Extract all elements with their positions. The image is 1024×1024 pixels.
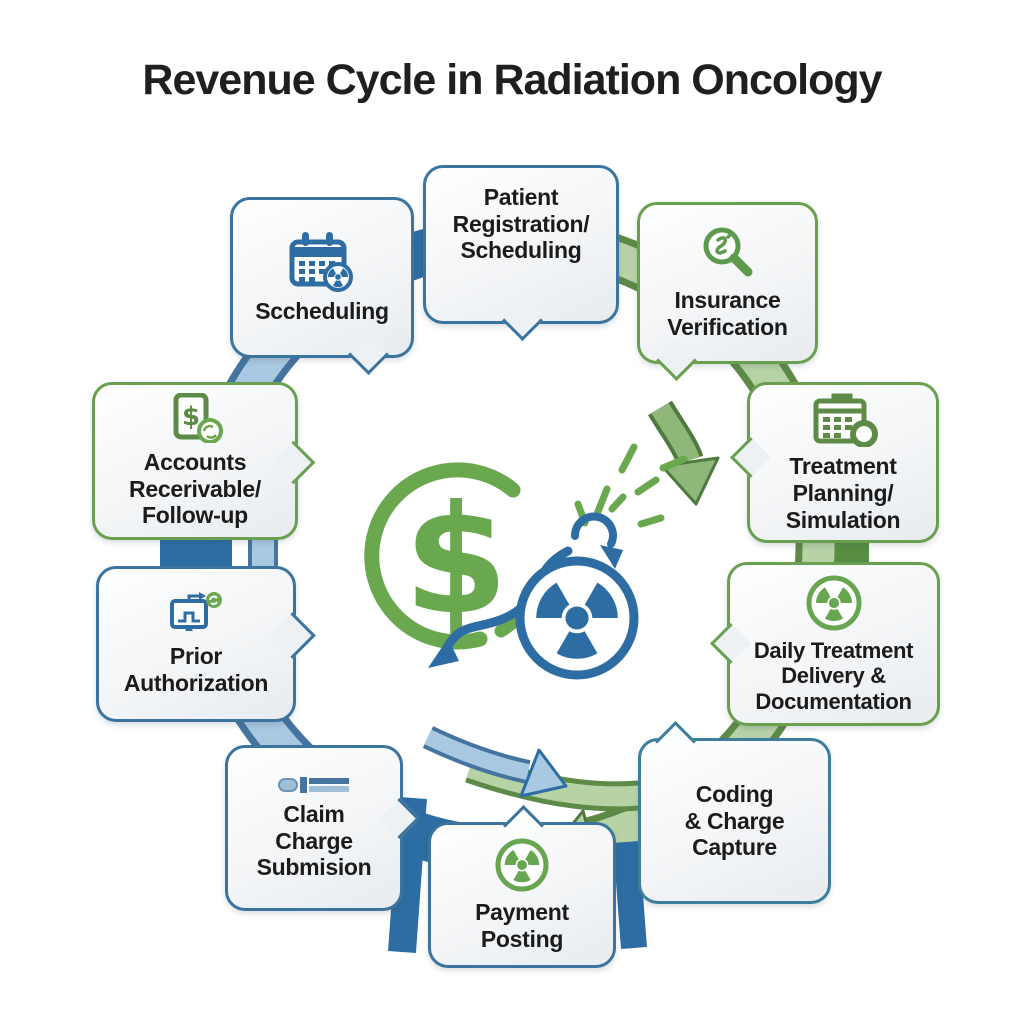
step-label: Daily Treatment Delivery & Documentation [753, 637, 914, 714]
dollar-document-icon: $ [173, 392, 223, 443]
flowchart-icon [170, 592, 222, 632]
spark-dashes-icon [574, 443, 688, 528]
step-label: Accounts Recerivable/ Follow-up [129, 448, 261, 529]
radiation-circle-icon [515, 556, 639, 680]
magnifier-icon [703, 227, 752, 277]
step-label: Claim Charge Submision [256, 800, 372, 881]
step-patient-registration: Patient Registration/ Scheduling [423, 165, 619, 342]
step-daily-treatment: Daily Treatment Delivery & Documentation [709, 562, 940, 726]
step-label: Prior Authorization [123, 643, 269, 696]
step-claim-charge-submission: Claim Charge Submision [225, 745, 421, 911]
step-label: Payment Posting [475, 899, 569, 952]
calendar-clock-icon [813, 393, 878, 448]
step-label: Coding & Charge Capture [684, 780, 785, 861]
step-coding-charge-capture: Coding & Charge Capture [638, 720, 831, 904]
svg-text:$: $ [182, 402, 200, 432]
step-accounts-receivable: $ Accounts Recerivable/ Follow-up [92, 382, 316, 540]
radiation-icon [806, 575, 861, 631]
pencil-icon [278, 776, 349, 793]
step-payment-posting: Payment Posting [428, 804, 616, 968]
step-label: Sccheduling [255, 298, 389, 325]
step-label: Insurance Verification [667, 287, 788, 340]
step-prior-authorization: Prior Authorization [96, 566, 316, 722]
page-title: Revenue Cycle in Radiation Oncology [142, 56, 882, 104]
step-label: Treatment Planning/ Simulation [785, 453, 901, 533]
step-scheduling: Sccheduling [230, 197, 414, 376]
step-insurance-verification: Insurance Verification [637, 202, 818, 382]
step-label: Patient Registration/ Scheduling [452, 184, 590, 264]
radiation-icon [495, 838, 549, 892]
step-treatment-planning: Treatment Planning/ Simulation [729, 382, 939, 543]
calendar-radiation-icon [289, 232, 353, 293]
